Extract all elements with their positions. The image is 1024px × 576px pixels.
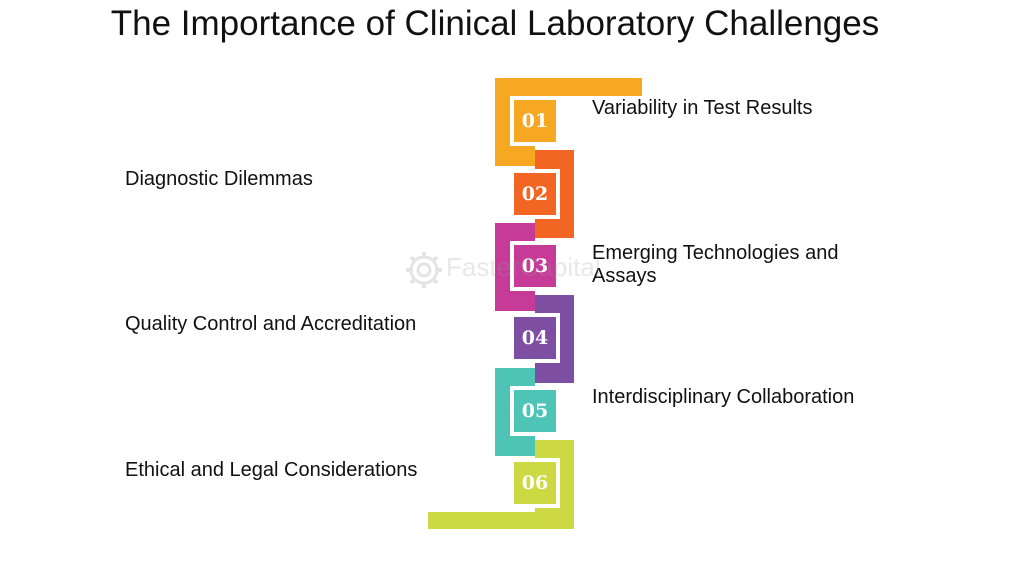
step-06-number: 06 [510, 458, 560, 508]
gear-icon [406, 252, 442, 288]
step-03-number: 03 [510, 241, 560, 291]
step-04-number: 04 [510, 313, 560, 363]
step-02-number: 02 [510, 169, 560, 219]
step-05-label: Interdisciplinary Collaboration [592, 386, 855, 408]
step-01-label: Variability in Test Results [592, 97, 813, 119]
page-title: The Importance of Clinical Laboratory Ch… [110, 4, 880, 43]
step-03-label: Emerging Technologies and Assays [592, 242, 839, 287]
step-04-label: Quality Control and Accreditation [125, 313, 417, 335]
step-01-number: 01 [510, 96, 560, 146]
step-02-label: Diagnostic Dilemmas [125, 168, 313, 190]
step-06-bar [428, 512, 574, 529]
watermark-text: FasterCapital [446, 252, 601, 282]
step-06-label: Ethical and Legal Considerations [125, 459, 418, 481]
watermark: FasterCapital [404, 250, 624, 290]
step-05-number: 05 [510, 386, 560, 436]
